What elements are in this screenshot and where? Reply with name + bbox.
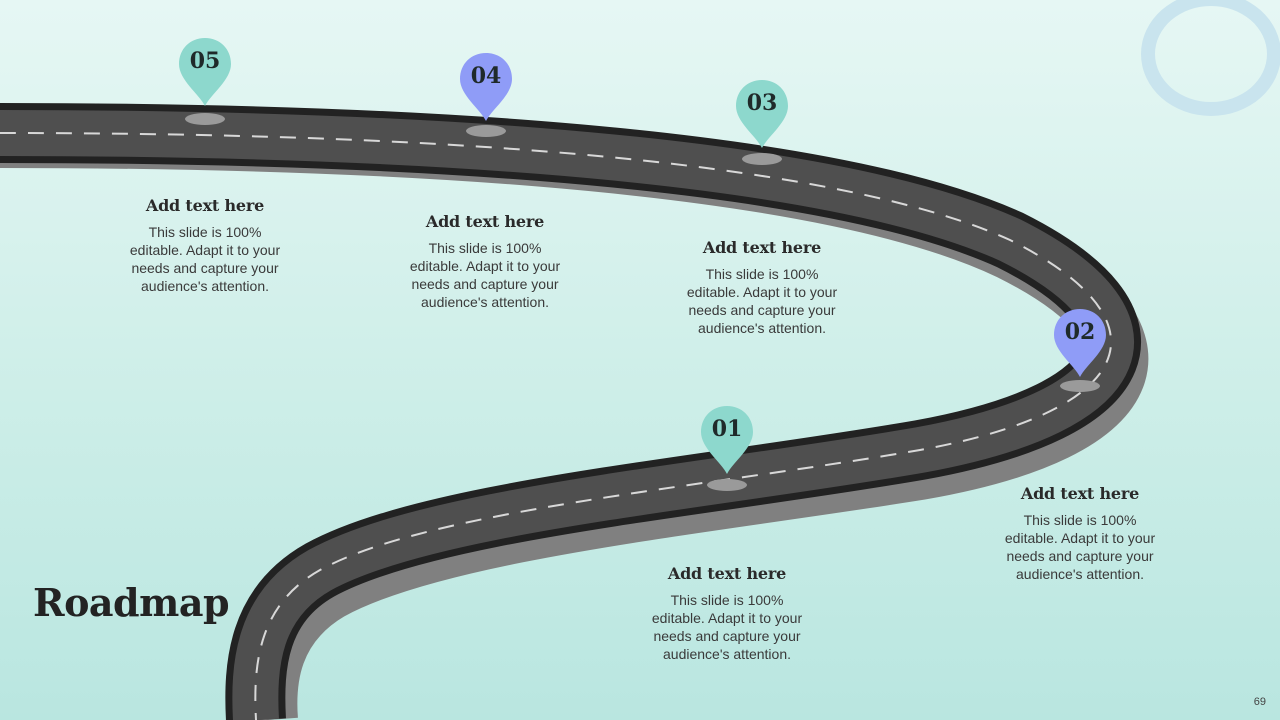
map-pin-icon	[701, 406, 753, 474]
callout-title: Add text here	[1020, 484, 1140, 503]
marker-number: 05	[189, 48, 221, 74]
callout-text: This slide is 100% editable. Adapt it to…	[651, 592, 803, 662]
callout-text: This slide is 100% editable. Adapt it to…	[129, 224, 281, 294]
callout-text: This slide is 100% editable. Adapt it to…	[1004, 512, 1156, 582]
milestone-marker-03[interactable]: 03	[734, 78, 790, 150]
map-pin-icon	[179, 38, 231, 106]
marker-shadow	[707, 479, 747, 491]
milestone-callout-04: Add text here This slide is 100% editabl…	[395, 212, 575, 311]
milestone-callout-05: Add text here This slide is 100% editabl…	[115, 196, 295, 295]
marker-shadow	[466, 125, 506, 137]
map-pin-icon	[460, 53, 512, 121]
callout-title: Add text here	[702, 238, 822, 257]
callout-text: This slide is 100% editable. Adapt it to…	[409, 240, 561, 310]
marker-number: 03	[746, 90, 778, 116]
milestone-marker-02[interactable]: 02	[1052, 307, 1108, 379]
marker-shadow	[1060, 380, 1100, 392]
marker-shadow	[185, 113, 225, 125]
callout-text: This slide is 100% editable. Adapt it to…	[686, 266, 838, 336]
marker-number: 04	[470, 63, 502, 89]
milestone-marker-05[interactable]: 05	[177, 36, 233, 108]
milestone-callout-03: Add text here This slide is 100% editabl…	[672, 238, 852, 337]
marker-shadow	[742, 153, 782, 165]
milestone-marker-01[interactable]: 01	[699, 404, 755, 476]
marker-number: 02	[1064, 319, 1096, 345]
lane-markings	[0, 132, 1112, 720]
callout-title: Add text here	[145, 196, 265, 215]
marker-number: 01	[711, 416, 743, 442]
map-pin-icon	[1054, 309, 1106, 377]
slide-title: Roadmap	[33, 580, 230, 625]
map-pin-icon	[736, 80, 788, 148]
milestone-marker-04[interactable]: 04	[458, 51, 514, 123]
callout-title: Add text here	[667, 564, 787, 583]
callout-title: Add text here	[425, 212, 545, 231]
milestone-callout-02: Add text here This slide is 100% editabl…	[990, 484, 1170, 583]
page-number: 69	[1253, 696, 1266, 708]
milestone-callout-01: Add text here This slide is 100% editabl…	[637, 564, 817, 663]
